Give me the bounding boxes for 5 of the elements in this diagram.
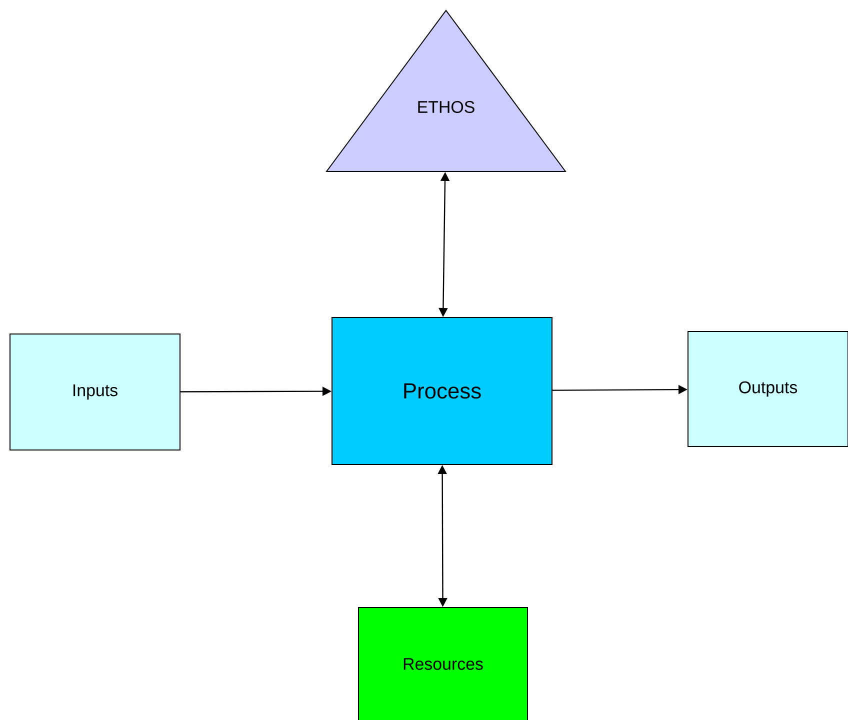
input-box: Inputs <box>10 334 180 450</box>
output-box: Outputs <box>688 331 848 447</box>
resource-box: Resources <box>358 607 528 720</box>
node-label: ETHOS <box>418 101 474 113</box>
process-box: Process <box>332 317 552 465</box>
